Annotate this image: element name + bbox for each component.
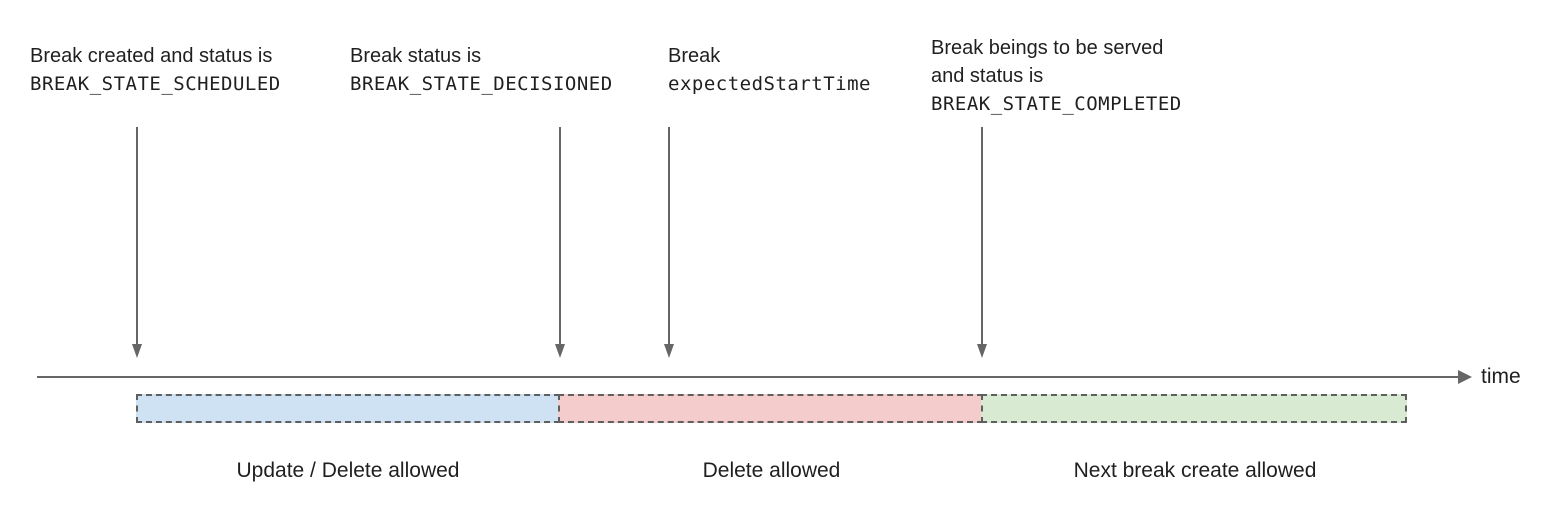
annotation-code: expectedStartTime xyxy=(668,73,871,95)
segment-label-next-break-create: Next break create allowed xyxy=(1073,459,1317,482)
annotation-break-scheduled: Break created and status is BREAK_STATE_… xyxy=(30,42,281,98)
arrow-down-expected-start xyxy=(664,127,674,358)
annotation-text: Break created and status is xyxy=(30,45,273,67)
annotation-text: Break xyxy=(668,45,721,67)
segment-label-delete: Delete allowed xyxy=(702,459,841,482)
segment-delete-allowed xyxy=(558,394,983,423)
segment-label-update-delete: Update / Delete allowed xyxy=(236,459,460,482)
arrowhead-icon xyxy=(555,344,565,358)
arrowhead-icon xyxy=(664,344,674,358)
segment-update-delete-allowed xyxy=(136,394,560,423)
segment-next-break-create-allowed xyxy=(981,394,1407,423)
annotation-expected-start-time: Break expectedStartTime xyxy=(668,42,871,98)
annotation-text: Break beings to be served xyxy=(931,37,1164,59)
annotation-code: BREAK_STATE_DECISIONED xyxy=(350,73,613,95)
annotation-text: Break status is xyxy=(350,45,482,67)
time-axis-line xyxy=(37,376,1458,378)
annotation-break-completed: Break beings to be served and status is … xyxy=(931,34,1182,118)
segment-labels-row: Update / Delete allowed Delete allowed N… xyxy=(136,459,1407,483)
annotation-code: BREAK_STATE_COMPLETED xyxy=(931,93,1182,115)
time-axis-arrowhead-icon xyxy=(1458,370,1472,384)
annotation-break-decisioned: Break status is BREAK_STATE_DECISIONED xyxy=(350,42,613,98)
arrow-down-decisioned xyxy=(555,127,565,358)
annotation-text: and status is xyxy=(931,65,1044,87)
time-axis-label: time xyxy=(1481,365,1521,388)
arrow-down-scheduled xyxy=(132,127,142,358)
arrowhead-icon xyxy=(132,344,142,358)
arrow-down-completed xyxy=(977,127,987,358)
lifecycle-segments-bar xyxy=(136,394,1407,423)
annotation-code: BREAK_STATE_SCHEDULED xyxy=(30,73,281,95)
arrowhead-icon xyxy=(977,344,987,358)
